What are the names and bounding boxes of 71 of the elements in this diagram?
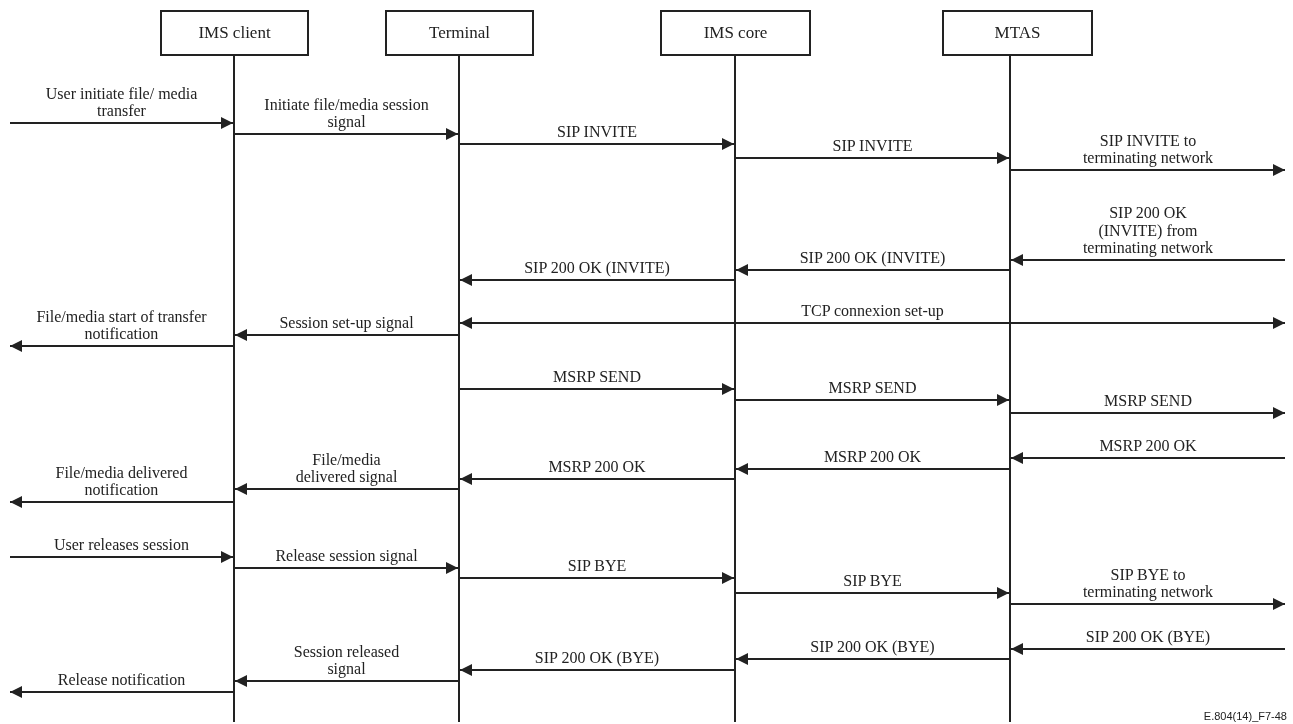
message-label: MSRP SEND <box>1104 392 1192 410</box>
message-label: User releases session <box>53 536 190 554</box>
message-arrow <box>735 152 1010 164</box>
message-arrow <box>234 675 459 687</box>
message-label: SIP 200 OK (BYE) <box>1085 628 1211 646</box>
message-arrow <box>234 483 459 495</box>
figure-id: E.804(14)_F7-48 <box>1203 710 1287 722</box>
message-arrow <box>459 138 735 150</box>
message-label: File/media delivered signal <box>294 450 399 486</box>
participant-box <box>660 10 811 56</box>
message-label: SIP INVITE <box>832 137 913 155</box>
message-arrow <box>1010 643 1286 655</box>
message-arrow <box>1010 452 1286 464</box>
message-label: MSRP SEND <box>828 379 917 397</box>
message-arrow <box>9 117 234 129</box>
message-label: MSRP 200 OK <box>1099 437 1197 455</box>
message-arrow <box>459 664 735 676</box>
message-label: MSRP 200 OK <box>548 458 646 476</box>
message-label: Session set-up signal <box>279 314 414 332</box>
message-arrow <box>735 264 1010 276</box>
message-arrow <box>9 496 234 508</box>
participant-name: IMS client <box>198 23 271 43</box>
participant-name: IMS core <box>703 23 768 43</box>
participant-box <box>942 10 1093 56</box>
message-label: SIP INVITE to terminating network <box>1081 131 1215 167</box>
message-label: SIP BYE <box>843 572 902 590</box>
message-arrow <box>9 551 234 563</box>
participant-name: Terminal <box>428 23 491 43</box>
message-arrow <box>234 329 459 341</box>
participant-box <box>385 10 534 56</box>
message-arrow <box>459 274 735 286</box>
message-arrow <box>1010 407 1286 419</box>
message-arrow <box>1010 164 1286 176</box>
message-arrow <box>9 686 234 698</box>
lifeline <box>1009 56 1011 722</box>
message-label: Initiate file/media session signal <box>263 95 430 131</box>
lifeline <box>458 56 460 722</box>
message-label: SIP INVITE <box>557 123 637 141</box>
message-label: SIP 200 OK (BYE) <box>534 649 660 667</box>
message-label: Release notification <box>57 671 186 689</box>
message-label: File/media start of transfer notification <box>35 307 208 343</box>
lifeline <box>233 56 235 722</box>
message-label: MSRP 200 OK <box>823 448 922 466</box>
message-arrow <box>1010 254 1286 266</box>
message-arrow <box>735 587 1010 599</box>
message-arrow <box>459 383 735 395</box>
message-label: MSRP SEND <box>553 368 641 386</box>
message-arrow <box>234 562 459 574</box>
message-label: SIP BYE to terminating network <box>1081 565 1215 601</box>
participant-name: MTAS <box>994 23 1041 43</box>
message-label: User initiate file/ media transfer <box>44 84 199 120</box>
message-arrow <box>459 572 735 584</box>
message-label: Release session signal <box>275 547 418 565</box>
message-label: SIP 200 OK (INVITE) <box>524 259 670 277</box>
lifeline <box>734 56 736 722</box>
message-arrow <box>735 463 1010 475</box>
message-arrow <box>735 653 1010 665</box>
message-label: Session released signal <box>292 642 401 678</box>
message-label: SIP 200 OK (BYE) <box>810 638 935 656</box>
message-arrow <box>459 473 735 485</box>
message-label: SIP BYE <box>567 557 627 575</box>
message-label: TCP connexion set-up <box>801 302 944 320</box>
message-label: SIP 200 OK (INVITE) <box>799 249 946 267</box>
message-label: File/media delivered notification <box>54 463 189 499</box>
message-arrow <box>9 340 234 352</box>
message-arrow <box>234 128 459 140</box>
message-arrow <box>735 394 1010 406</box>
message-label: SIP 200 OK (INVITE) from terminating network <box>1081 204 1215 257</box>
participant-box <box>160 10 309 56</box>
message-arrow <box>459 317 1286 329</box>
message-arrow <box>1010 598 1286 610</box>
